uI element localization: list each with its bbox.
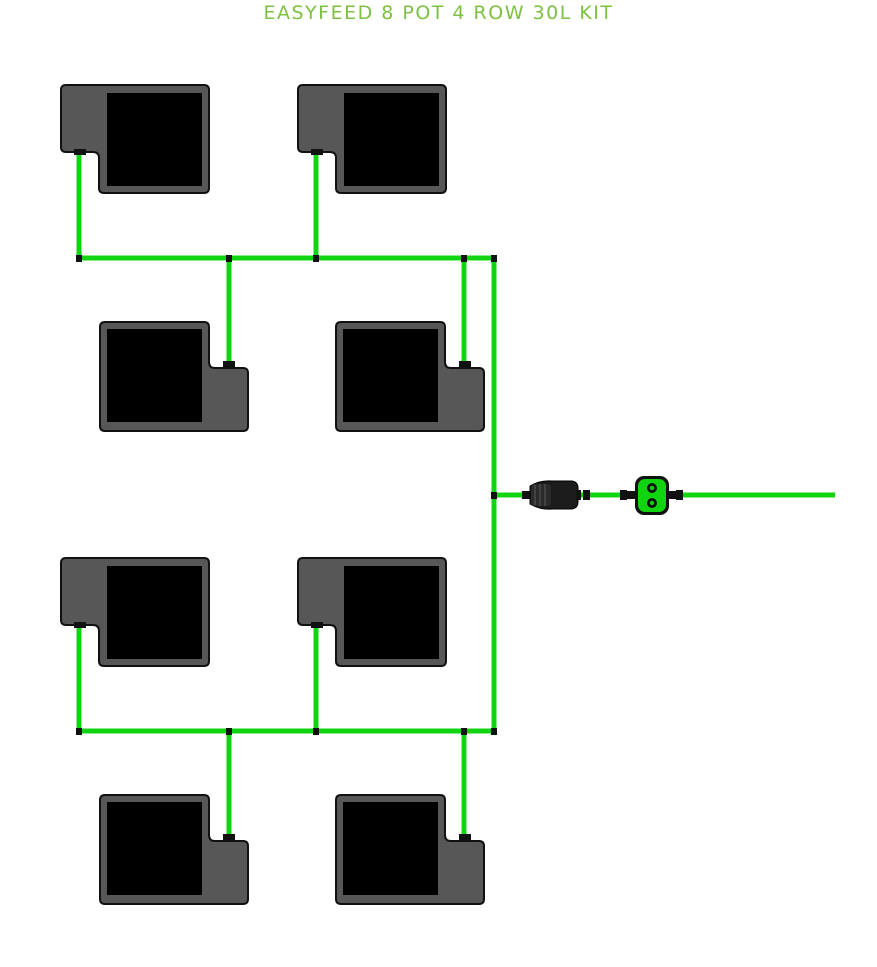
- junction-connector: [226, 255, 232, 262]
- junction-connector: [313, 728, 319, 735]
- tubing: [76, 152, 835, 837]
- pot-6: [297, 557, 447, 667]
- inline-filter-icon: [522, 480, 590, 510]
- pot-1: [60, 84, 210, 194]
- junctions: [76, 255, 497, 735]
- junction-connector: [226, 728, 232, 735]
- junction-connector: [491, 728, 497, 735]
- junction-connector: [76, 728, 82, 735]
- pot-3: [99, 321, 249, 432]
- junction-connector: [491, 492, 497, 499]
- junction-connector: [461, 255, 467, 262]
- junction-connector: [461, 728, 467, 735]
- shutoff-valve-icon: [620, 476, 683, 515]
- junction-connector: [313, 255, 319, 262]
- junction-connector: [491, 255, 497, 262]
- pot-2: [297, 84, 447, 194]
- pot-7: [99, 794, 249, 905]
- pots: [60, 84, 485, 905]
- pot-5: [60, 557, 210, 667]
- diagram-title: EASYFEED 8 POT 4 ROW 30L KIT: [263, 2, 614, 24]
- junction-connector: [76, 255, 82, 262]
